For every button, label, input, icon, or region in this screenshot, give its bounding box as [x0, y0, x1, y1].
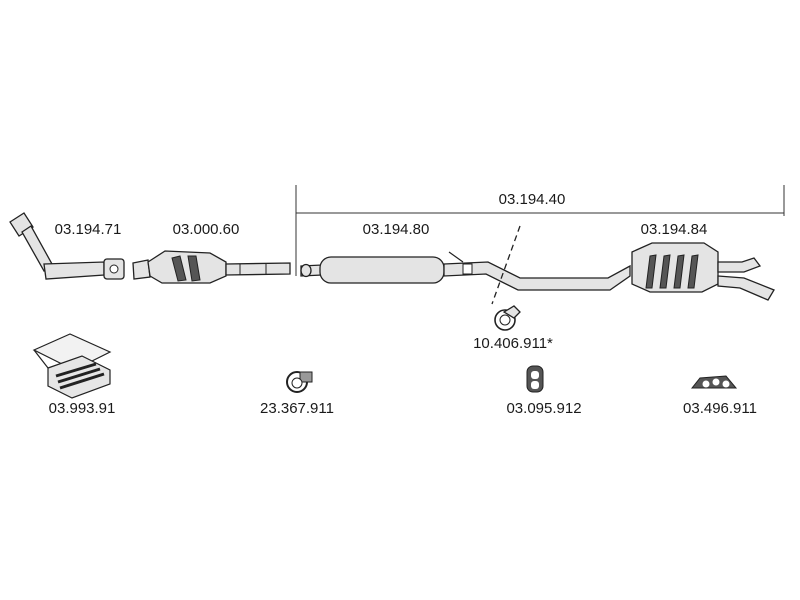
- front-pipe-part[interactable]: [9, 212, 125, 280]
- clamp-label: 23.367.911: [260, 400, 334, 417]
- rear-silencer-part[interactable]: [631, 242, 775, 301]
- assembly-label: 03.194.40: [498, 191, 566, 208]
- clamp-part[interactable]: [286, 371, 313, 393]
- catalyst-part[interactable]: [132, 250, 291, 284]
- rubber-strip-label: 03.496.911: [683, 400, 757, 417]
- rubber-strip-part[interactable]: [690, 375, 738, 389]
- assembly-bracket: [295, 185, 785, 276]
- cut-line: [491, 225, 521, 305]
- mounting-kit-part[interactable]: [32, 333, 112, 399]
- front-pipe-label: 03.194.71: [54, 221, 122, 238]
- catalyst-label: 03.000.60: [172, 221, 240, 238]
- rubber-hanger-label: 03.095.912: [506, 400, 582, 417]
- rubber-hanger-part[interactable]: [526, 365, 544, 393]
- mounting-kit-label: 03.993.91: [48, 400, 116, 417]
- rear-silencer-label: 03.194.84: [640, 221, 708, 238]
- middle-silencer-label: 03.194.80: [362, 221, 430, 238]
- middle-silencer-part[interactable]: [300, 251, 631, 291]
- small-clamp-part[interactable]: [494, 305, 521, 331]
- small-clamp-label: 10.406.911*: [473, 335, 553, 352]
